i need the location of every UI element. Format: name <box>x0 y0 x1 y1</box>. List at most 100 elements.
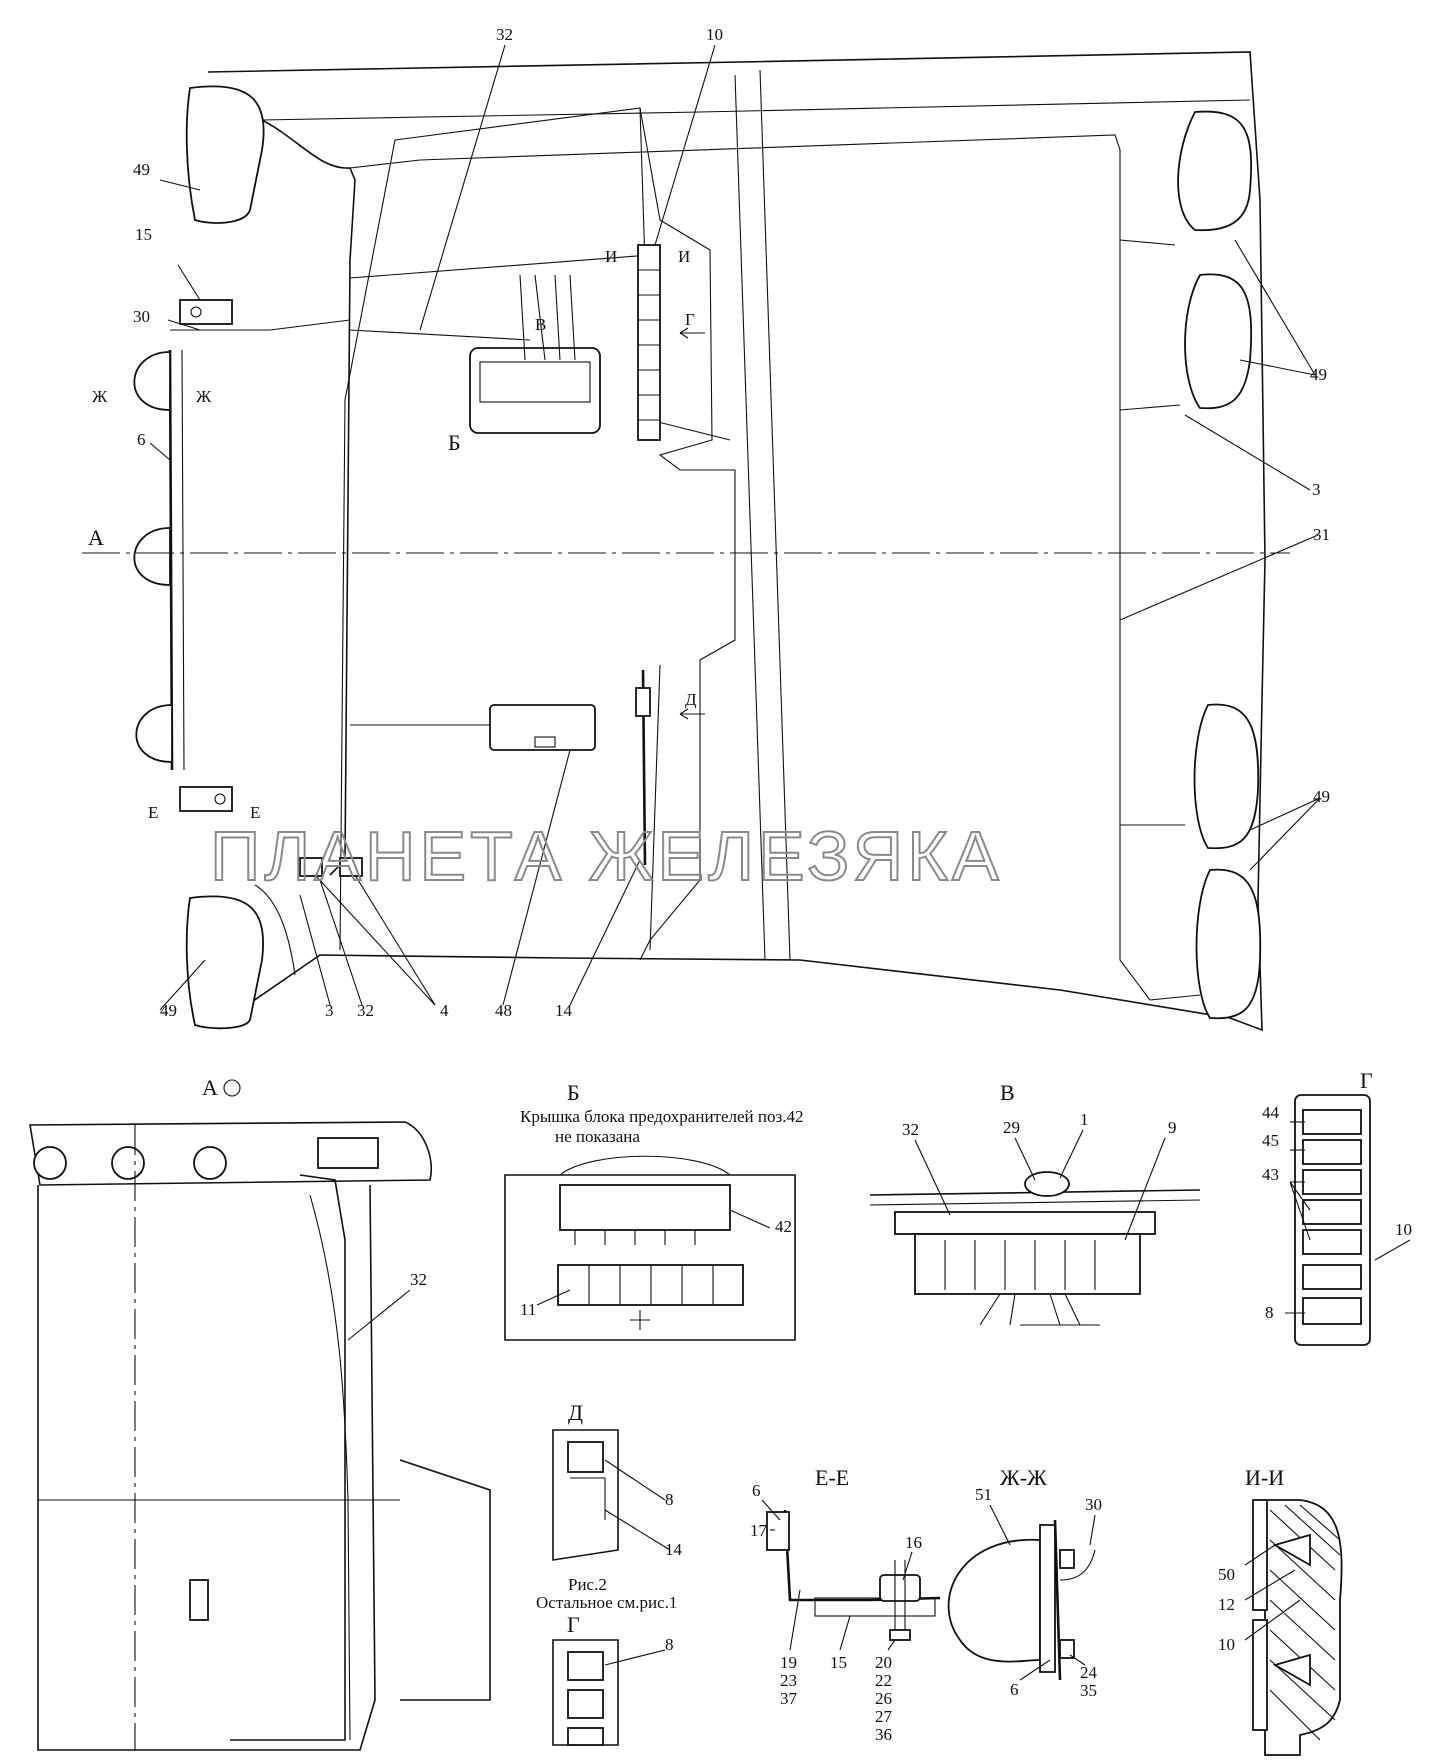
view-a-lamp-3 <box>193 1146 227 1180</box>
view-a: А 32 <box>29 1075 491 1751</box>
view-a-door-box <box>399 1459 491 1701</box>
leader-32-top <box>419 44 506 331</box>
leader-10-top <box>654 44 716 246</box>
section-i-left: И <box>605 247 617 266</box>
label-3-r: 3 <box>1312 480 1321 499</box>
view-g-leader-43 <box>1289 1181 1311 1241</box>
view-g-switch-4 <box>1302 1199 1362 1225</box>
leader-49-bl <box>159 959 206 1011</box>
section-zh-right: Ж <box>196 387 212 406</box>
leader-31 <box>1119 534 1319 621</box>
callout-d: Д <box>685 690 697 709</box>
view-zhzh-title: Ж-Ж <box>1000 1465 1047 1490</box>
view-zhzh-bolt-1 <box>1059 1549 1075 1569</box>
view-ee-leader-16 <box>902 1551 913 1581</box>
view-g-switch-2 <box>1302 1139 1362 1165</box>
marker-light-bar-inner <box>181 349 185 771</box>
fuse-block <box>469 347 601 434</box>
roof-plan-view: 32 10 49 15 30 6 49 3 31 49 49 3 32 4 48… <box>82 25 1330 1032</box>
view-a-pillar <box>309 1194 351 1741</box>
view-ee-nut <box>889 1629 911 1641</box>
headlamp-bottom-left <box>185 895 264 1030</box>
cab-lamp <box>489 704 596 751</box>
view-ee: Е-Е 6 17 16 19 23 37 15 20 22 26 27 36 <box>750 1465 941 1744</box>
view-a-title: А <box>202 1075 218 1100</box>
view-g-label-44: 44 <box>1262 1103 1280 1122</box>
label-4-b: 4 <box>440 1001 449 1020</box>
view-d-leader-8 <box>604 1459 666 1501</box>
view-v-leader-29 <box>1014 1137 1036 1181</box>
view-ee-label-36: 36 <box>875 1725 892 1744</box>
headlamp-top-right-1 <box>1177 110 1253 232</box>
hatch-outline-right <box>394 107 736 961</box>
leader-3-b <box>299 894 331 1006</box>
harness-to-marker <box>170 319 351 331</box>
label-6: 6 <box>137 430 146 449</box>
view-v-knob <box>1024 1171 1070 1197</box>
leader-49-tl <box>159 179 201 191</box>
fig2-switch-3 <box>567 1727 604 1746</box>
harness-to-headlamp-r1 <box>1119 239 1176 246</box>
hatch-outline-left <box>339 139 396 951</box>
switch-panel-dividers <box>638 269 660 421</box>
view-ii-label-50: 50 <box>1218 1565 1235 1584</box>
view-b-harness-top <box>559 1155 731 1176</box>
roof-center-seam <box>759 69 791 961</box>
leader-14 <box>569 859 641 1006</box>
roof-center-seam-2 <box>734 74 766 961</box>
view-ee-label-17: 17 <box>750 1521 768 1540</box>
section-mark-a: А <box>88 525 104 550</box>
view-d: Д 8 14 Рис.2 Остальное см.рис.1 Г 8 <box>536 1400 683 1746</box>
view-v-leader-1 <box>1059 1129 1084 1179</box>
view-ee-leader-20 <box>887 1639 896 1651</box>
view-d-label-8: 8 <box>665 1490 674 1509</box>
label-49-bl: 49 <box>160 1001 177 1020</box>
grommet-4a <box>299 857 323 877</box>
view-a-circle <box>223 1079 241 1097</box>
leader-49-r1b <box>1239 359 1316 376</box>
marker-lamp-1 <box>133 351 171 411</box>
bracket-15-hole <box>190 306 202 318</box>
view-ee-label-37: 37 <box>780 1689 798 1708</box>
bracket-e <box>179 786 233 812</box>
headlamp-top-left <box>185 85 265 224</box>
label-49-r1: 49 <box>1310 365 1327 384</box>
view-ee-label-27: 27 <box>875 1707 893 1726</box>
view-ii-clip-2 <box>1272 1653 1311 1687</box>
view-d-bracket <box>570 1477 606 1520</box>
view-b-label-11: 11 <box>520 1300 536 1319</box>
view-v-leader-9 <box>1124 1137 1166 1241</box>
view-ee-label-15: 15 <box>830 1653 847 1672</box>
view-v-title: В <box>1000 1080 1015 1105</box>
marker-lamp-3 <box>135 704 173 763</box>
view-a-leader-32 <box>347 1289 411 1341</box>
view-v-label-9: 9 <box>1168 1118 1177 1137</box>
view-g-switch-1 <box>1302 1109 1362 1135</box>
view-ee-label-19: 19 <box>780 1653 797 1672</box>
leader-49-r2 <box>1249 797 1321 831</box>
harness-to-headlamp-bl <box>254 884 296 976</box>
label-31: 31 <box>1313 525 1330 544</box>
harness-to-switches <box>349 254 651 279</box>
view-v-wires <box>979 1293 1081 1326</box>
view-a-body <box>37 1184 376 1751</box>
leader-49-r1 <box>1234 239 1316 376</box>
view-b-label-42: 42 <box>775 1217 792 1236</box>
fig2-line1: Рис.2 <box>568 1575 607 1594</box>
view-v-label-32: 32 <box>902 1120 919 1139</box>
bracket-e-hole <box>214 793 226 805</box>
label-3-b: 3 <box>325 1001 334 1020</box>
roof-outline <box>199 51 1266 1032</box>
view-zhzh-leader-6 <box>1019 1659 1051 1681</box>
view-d-title: Д <box>568 1400 583 1425</box>
view-b-note-2: не показана <box>555 1127 640 1146</box>
hatch-inner-2 <box>649 664 661 951</box>
view-b-fuse-body <box>559 1184 731 1231</box>
label-49-tl: 49 <box>133 160 150 179</box>
grommet-4b <box>339 857 363 877</box>
view-b-title: Б <box>567 1080 580 1105</box>
roof-inner-edge <box>261 99 1251 121</box>
leader-15 <box>177 264 201 301</box>
bracket-15 <box>179 299 233 325</box>
